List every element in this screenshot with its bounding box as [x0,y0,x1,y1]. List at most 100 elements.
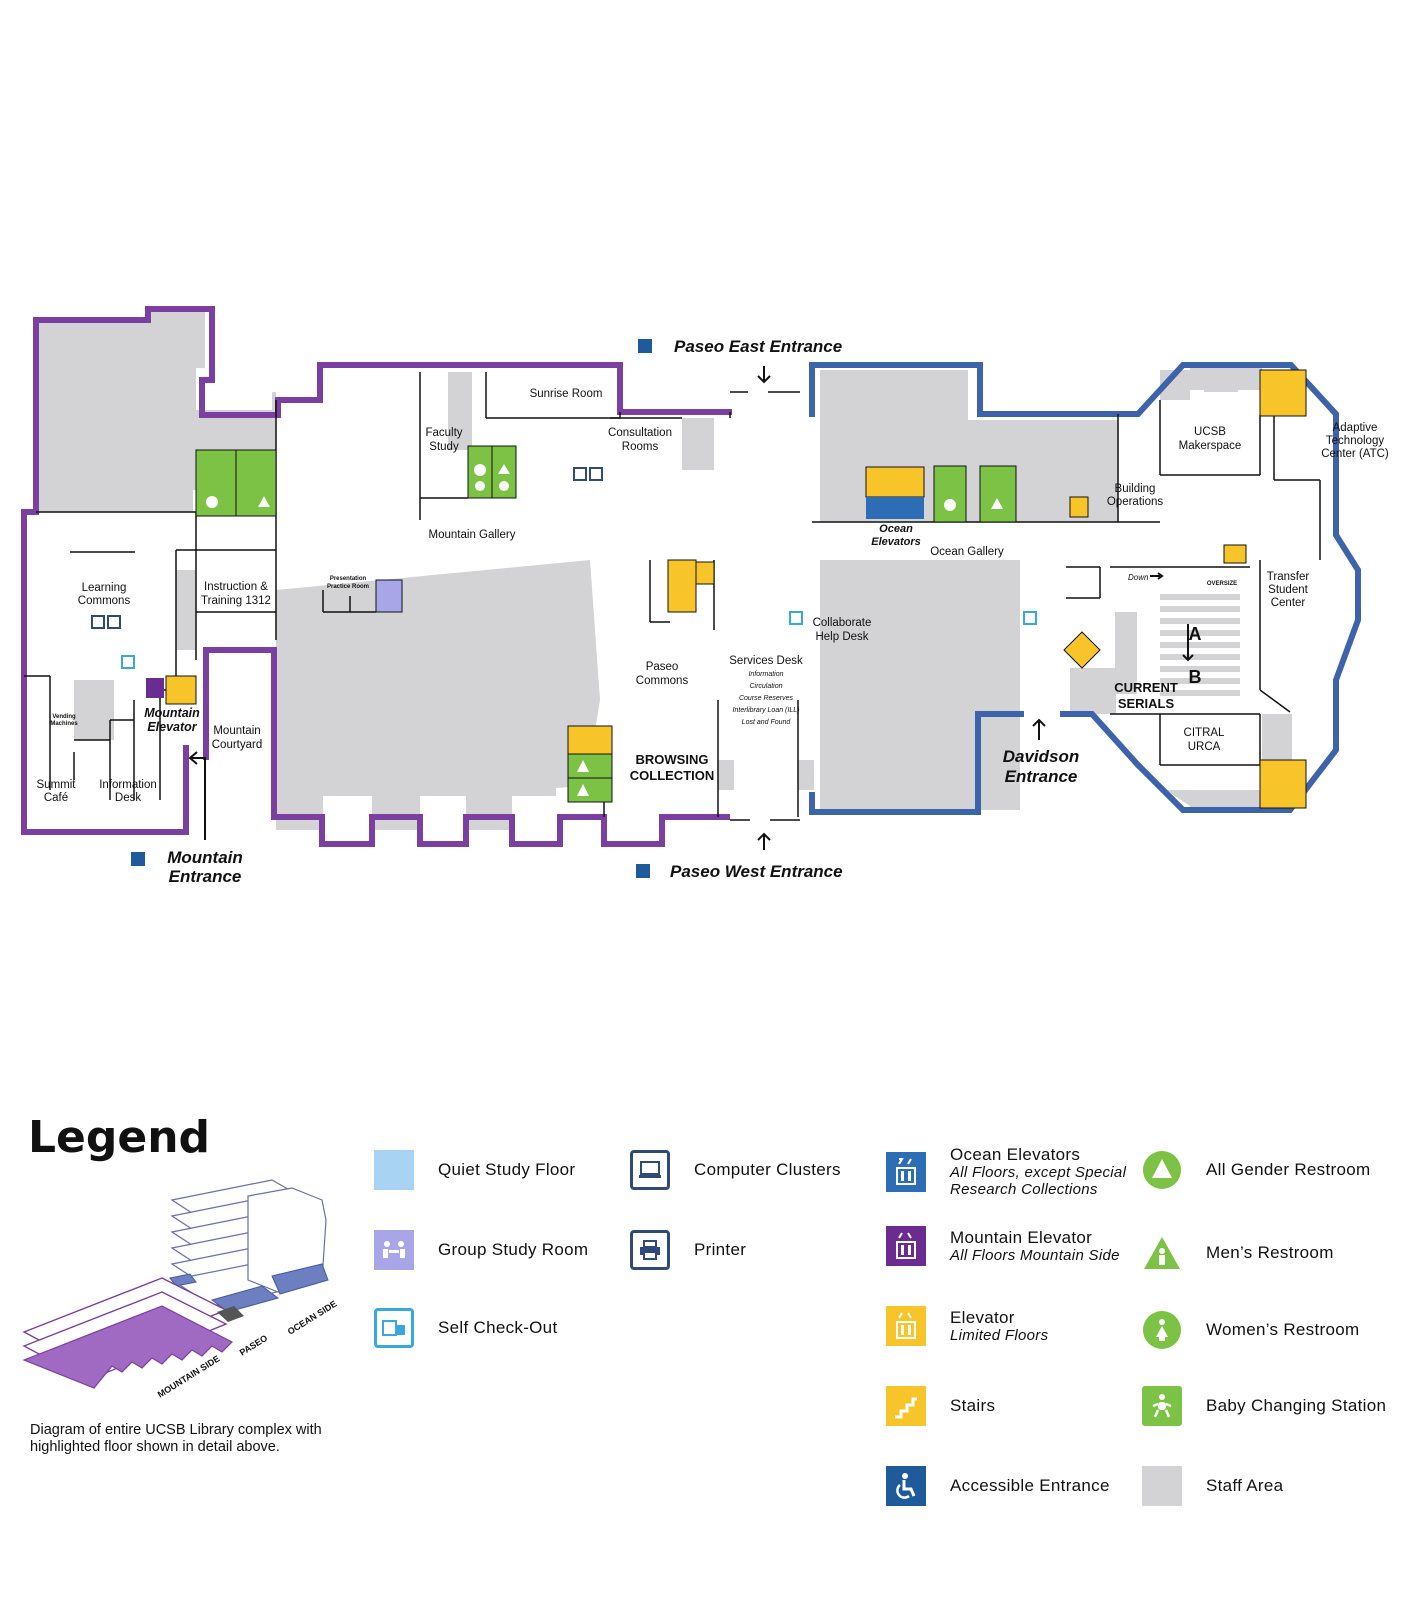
consultation-rooms-label-2: Rooms [622,441,659,453]
iso-paseo-label: PASEO [238,1333,269,1358]
oversize-label: OVERSIZE [1207,581,1237,587]
mountain-elevator-icon [886,1226,926,1266]
citral-urca-label-1: CITRAL [1184,727,1226,739]
baby-changing-icon [1142,1386,1182,1426]
legend-group-study: Group Study Room [374,1230,588,1270]
instruction-training-label-1: Instruction & [204,581,268,593]
shelf-range-b-label: B [1189,667,1202,687]
printer-icon [630,1230,670,1270]
legend-elevator: Elevator Limited Floors [886,1306,1048,1346]
services-desk-item-1: Information [748,671,783,678]
entrance-arrows [188,366,1194,850]
stairs-label: Stairs [950,1396,996,1415]
baby-changing-label: Baby Changing Station [1206,1396,1387,1415]
services-desk-item-3: Course Reserves [739,695,794,702]
building-operations-label-2: Operations [1107,496,1164,508]
legend-quiet-study: Quiet Study Floor [374,1150,575,1190]
collaborate-help-desk-label-1: Collaborate [813,617,872,629]
mountain-entrance-label-1: Mountain [167,848,243,867]
legend-ocean-elevators: Ocean Elevators All Floors, except Speci… [886,1146,1140,1198]
presentation-practice-label-1: Presentation [330,576,367,582]
self-checkout-label: Self Check-Out [438,1318,558,1337]
adaptive-technology-label-1: Adaptive [1333,422,1378,434]
elevator-icon [886,1306,926,1346]
adaptive-technology-label-2: Technology [1326,435,1384,447]
quiet-study-swatch [374,1150,414,1190]
mountain-courtyard-label-1: Mountain [213,725,260,737]
mountain-elevator-label-1: Mountain [144,706,200,720]
paseo-commons-label-2: Commons [636,675,689,687]
shelving [1160,594,1240,696]
self-checkout-icon [374,1308,414,1348]
legend-computer-clusters: Computer Clusters [630,1150,841,1190]
citral-urca-label-2: URCA [1188,741,1221,753]
elevator-legend-label: Elevator [950,1307,1015,1327]
transfer-student-center-label-3: Center [1271,597,1306,609]
ocean-elevators-label-2: Elevators [871,536,921,548]
womens-restroom-icon [1142,1310,1182,1350]
browsing-collection-label-2: COLLECTION [630,768,715,783]
consultation-rooms-label-1: Consultation [608,427,672,439]
current-serials-label-1: CURRENT [1114,680,1178,695]
summit-cafe-label-1: Summit [37,779,77,791]
womens-restroom-label: Women’s Restroom [1206,1320,1360,1339]
transfer-student-center-label-1: Transfer [1267,571,1310,583]
transfer-student-center-label-2: Student [1268,584,1308,596]
davidson-entrance-label-2: Entrance [1005,767,1078,786]
iso-caption: Diagram of entire UCSB Library complex w… [30,1422,322,1455]
services-desk-item-4: Interlibrary Loan (ILL) [733,707,800,714]
learning-commons-label-1: Learning [82,582,127,594]
accessible-icon [886,1466,926,1506]
legend-staff-area: Staff Area [1142,1466,1283,1506]
iso-ocean-side-label: OCEAN SIDE [286,1299,339,1337]
ocean-elevators-label-1: Ocean [879,523,913,535]
computer-icon [630,1150,670,1190]
current-serials-label-2: SERIALS [1118,696,1175,711]
ocean-elevators-text: Ocean Elevators All Floors, except Speci… [950,1146,1140,1199]
printer-label: Printer [694,1240,747,1259]
legend-mens-restroom: Men’s Restroom [1142,1233,1334,1273]
legend-accessible-entrance: Accessible Entrance [886,1466,1110,1506]
ocean-gallery-label: Ocean Gallery [930,546,1004,558]
staff-area-label: Staff Area [1206,1476,1284,1495]
legend-mountain-elevator: Mountain Elevator All Floors Mountain Si… [886,1226,1120,1266]
stairs-icon [886,1386,926,1426]
map-labels: Paseo East Entrance Paseo West Entrance … [37,337,1389,886]
mountain-elevator-label-2: Elevator [147,720,197,734]
staff-area-swatch [1142,1466,1182,1506]
legend-all-gender-restroom: All Gender Restroom [1142,1150,1370,1190]
stairs-blocks [165,368,1307,809]
faculty-study-label-1: Faculty [425,427,462,439]
mens-restroom-icon [1142,1233,1182,1273]
group-study-label: Group Study Room [438,1240,589,1259]
building-outline [21,306,1361,847]
computer-clusters-label: Computer Clusters [694,1160,841,1179]
accessible-entrance-label: Accessible Entrance [950,1476,1110,1495]
summit-cafe-label-2: Café [44,792,68,804]
mountain-elevator-legend-label: Mountain Elevator [950,1227,1093,1247]
learning-commons-label-2: Commons [78,595,131,607]
restroom-blocks [195,445,1017,803]
ucsb-makerspace-label-2: Makerspace [1179,440,1242,452]
elevator-legend-sub: Limited Floors [950,1326,1049,1344]
legend-stairs: Stairs [886,1386,995,1426]
mens-restroom-label: Men’s Restroom [1206,1243,1334,1262]
quiet-study-label: Quiet Study Floor [438,1160,576,1179]
sunrise-room-label: Sunrise Room [530,388,603,400]
mountain-elevator-text: Mountain Elevator All Floors Mountain Si… [950,1227,1120,1264]
faculty-study-label-2: Study [429,441,459,453]
legend-womens-restroom: Women’s Restroom [1142,1310,1359,1350]
iso-diagram: OCEAN SIDE MOUNTAIN SIDE PASEO [22,1179,339,1400]
down-label: Down [1128,573,1149,582]
mountain-gallery-label: Mountain Gallery [429,529,516,541]
ocean-elevators-icons [146,497,924,698]
legend-title: Legend [28,1112,211,1163]
mountain-courtyard-label-2: Courtyard [212,739,263,751]
vending-machines-label-2: Machines [50,721,78,727]
legend-printer: Printer [630,1230,746,1270]
map-small-icons [91,339,1037,878]
legend-self-checkout: Self Check-Out [374,1308,557,1348]
paseo-west-entrance-label: Paseo West Entrance [670,862,843,881]
presentation-practice-room [375,579,403,613]
all-gender-restroom-label: All Gender Restroom [1206,1160,1371,1179]
